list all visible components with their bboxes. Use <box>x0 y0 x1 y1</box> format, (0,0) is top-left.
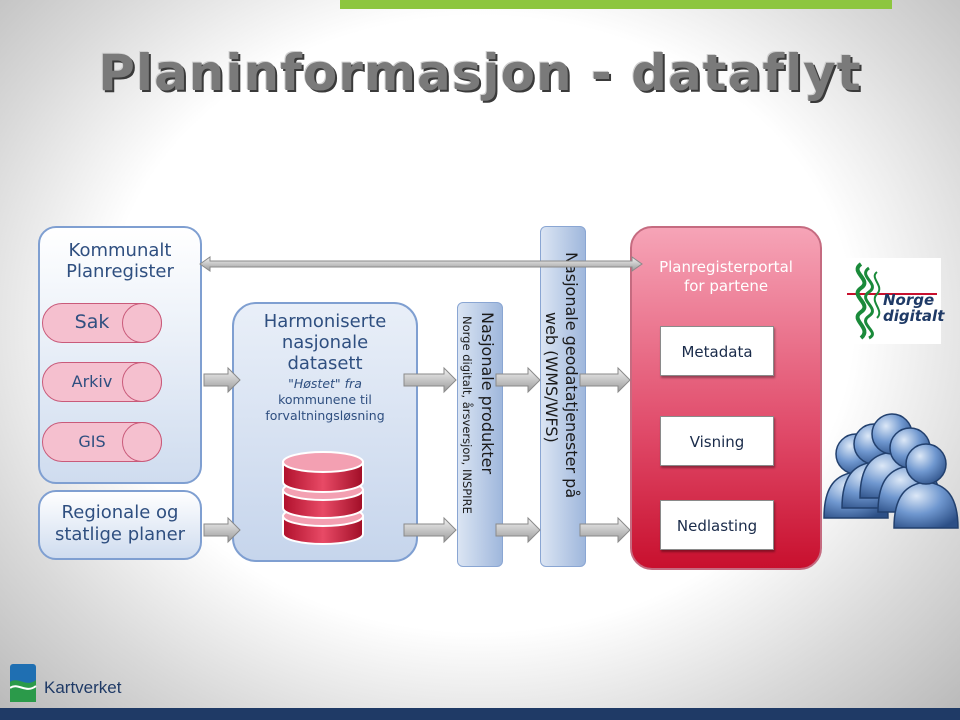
bottom-accent-bar <box>0 708 960 720</box>
regionale-line1: Regionale og <box>61 502 179 523</box>
page-title: Planinformasjon - dataflyt <box>98 44 862 102</box>
harmoniserte-sub-line3: forvaltningsløsning <box>265 408 385 423</box>
database-icon <box>282 451 364 545</box>
arrow-kommunalt-to-harmoniserte-1 <box>203 366 241 394</box>
kommunalt-title-line2: Planregister <box>66 261 174 282</box>
harmoniserte-title: Harmoniserte nasjonale datasett <box>232 311 418 374</box>
kommunalt-planregister-title: Kommunalt Planregister <box>38 240 202 282</box>
harmoniserte-title-line3: datasett <box>287 353 363 374</box>
top-double-arrow <box>199 256 643 272</box>
sak-label: Sak <box>74 311 110 333</box>
norge-digitalt-logo: Norge digitalt <box>843 258 944 344</box>
kartverket-logo: Kartverket <box>10 664 160 706</box>
geodata-line1: Nasjonale geodatatjenester på <box>562 252 581 499</box>
produkter-title: Nasjonale produkter <box>478 312 497 475</box>
visning-button[interactable]: Visning <box>660 416 774 466</box>
geodata-line2: web (WMS/WFS) <box>542 312 561 443</box>
kommunalt-title-line1: Kommunalt <box>68 240 172 261</box>
geodatatjenester-box <box>540 226 586 567</box>
portal-title-line2: for partene <box>683 277 769 295</box>
norge-digitalt-line2: digitalt <box>883 307 945 325</box>
nedlasting-button[interactable]: Nedlasting <box>660 500 774 550</box>
harmoniserte-subtitle: "Høstet" fra kommunene til forvaltningsl… <box>240 376 410 424</box>
metadata-button[interactable]: Metadata <box>660 326 774 376</box>
arrow-harmoniserte-to-produkter-1 <box>403 366 457 394</box>
arrow-geodata-to-portal-2 <box>579 516 631 544</box>
gis-pill-end <box>122 422 162 462</box>
portal-title: Planregisterportal for partene <box>630 258 822 296</box>
produkter-subtitle: Norge digitalt, årsversjon, INSPIRE <box>460 316 474 514</box>
portal-title-line1: Planregisterportal <box>659 258 793 276</box>
harmoniserte-title-line2: nasjonale <box>281 332 369 353</box>
sak-pill-end <box>122 303 162 343</box>
arkiv-label: Arkiv <box>71 372 113 391</box>
regionale-line2: statlige planer <box>54 524 186 545</box>
arrow-regionale-to-harmoniserte <box>203 516 241 544</box>
harmoniserte-sub-line2: kommunene til <box>278 392 372 407</box>
gis-label: GIS <box>78 432 106 451</box>
arrow-harmoniserte-to-produkter-2 <box>403 516 457 544</box>
kartverket-emblem-icon <box>10 664 37 702</box>
regionale-planer-text: Regionale og statlige planer <box>38 502 202 546</box>
arrow-produkter-to-geodata-1 <box>495 366 541 394</box>
top-accent-bar <box>340 0 892 9</box>
harmoniserte-title-line1: Harmoniserte <box>263 311 387 332</box>
arkiv-pill-end <box>122 362 162 402</box>
users-group-icon <box>823 413 959 529</box>
norge-digitalt-wordmark: Norge digitalt <box>883 292 944 324</box>
harmoniserte-sub-line1: "Høstet" fra <box>288 376 362 391</box>
norge-digitalt-emblem-icon <box>847 262 937 340</box>
nasjonale-produkter-box <box>457 302 503 567</box>
norge-digitalt-line1: Norge <box>883 291 935 309</box>
arrow-geodata-to-portal-1 <box>579 366 631 394</box>
regionale-planer-box <box>38 490 202 560</box>
kartverket-wordmark: Kartverket <box>44 678 122 697</box>
arrow-produkter-to-geodata-2 <box>495 516 541 544</box>
